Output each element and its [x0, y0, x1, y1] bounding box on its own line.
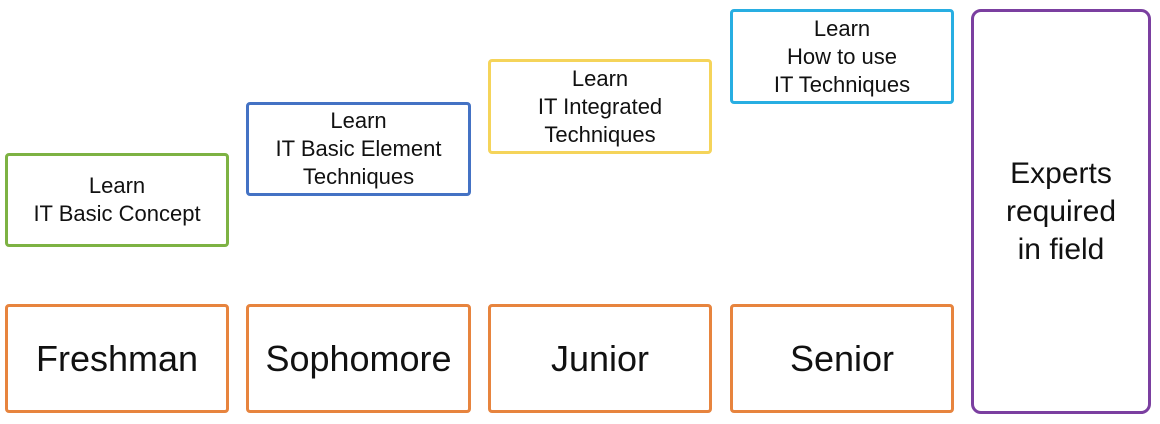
skill-line: IT Basic Concept [33, 201, 201, 226]
skill-box-junior: Learn IT Integrated Techniques [488, 59, 712, 154]
expert-line: in field [1017, 232, 1105, 266]
skill-box-freshman: Learn IT Basic Concept [5, 153, 229, 247]
skill-line: Learn [813, 15, 871, 41]
skill-line: Techniques [302, 164, 415, 189]
year-label: Senior [789, 337, 895, 379]
skill-box-senior: Learn How to use IT Techniques [730, 9, 954, 104]
year-box-senior: Senior [730, 304, 954, 413]
year-label: Sophomore [265, 337, 452, 379]
skill-line: Learn [330, 108, 387, 133]
year-label: Freshman [35, 337, 199, 379]
skill-line: IT Basic Element [275, 136, 442, 161]
skill-line: IT Techniques [773, 71, 911, 97]
skill-line: Techniques [544, 121, 656, 147]
experts-box: Experts required in field [971, 9, 1151, 414]
year-box-sophomore: Sophomore [246, 304, 471, 413]
skill-line: How to use [786, 43, 898, 69]
year-label: Junior [550, 337, 650, 379]
skill-line: Learn [571, 65, 629, 91]
skill-line: IT Integrated [537, 93, 663, 119]
skill-line: Learn [88, 173, 146, 198]
skill-box-sophomore: Learn IT Basic Element Techniques [246, 102, 471, 196]
expert-line: Experts [1010, 156, 1112, 190]
expert-line: required [1005, 194, 1117, 228]
year-box-freshman: Freshman [5, 304, 229, 413]
year-box-junior: Junior [488, 304, 712, 413]
